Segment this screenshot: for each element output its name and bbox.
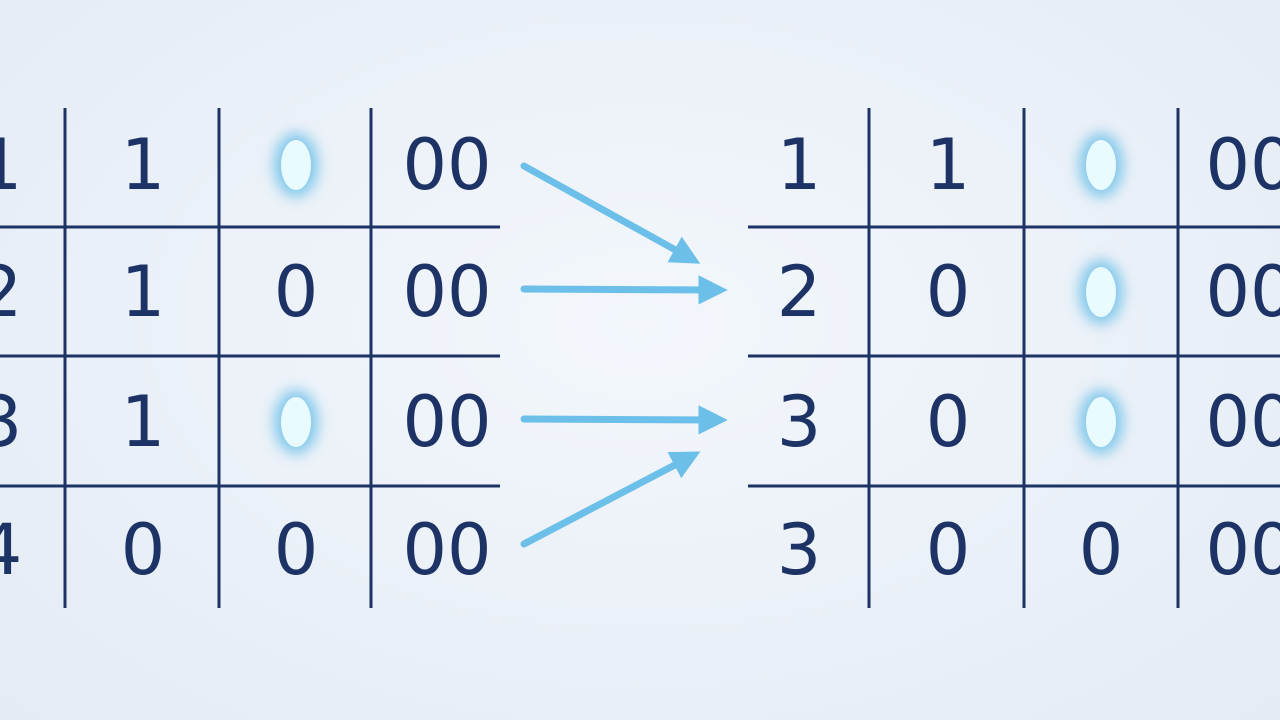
left-cell-value: 00 xyxy=(402,509,491,591)
left-table-cells: 110021000310040000 xyxy=(0,124,492,591)
right-cell-value: 0 xyxy=(926,381,971,463)
left-cell-value: 00 xyxy=(402,251,491,333)
left-cell-value: 1 xyxy=(121,124,166,206)
left-cell-value: 4 xyxy=(0,509,22,591)
right-cell-value: 1 xyxy=(926,124,971,206)
left-cell-value: 0 xyxy=(274,509,319,591)
left-table: 110021000310040000 xyxy=(0,108,500,608)
left-cell-value: 2 xyxy=(0,251,22,333)
right-cell-value: 0 xyxy=(1079,509,1124,591)
right-cell-value: 3 xyxy=(777,381,822,463)
left-cell-value: 00 xyxy=(402,381,491,463)
right-cell-value: 1 xyxy=(777,124,822,206)
right-cell-value: 00 xyxy=(1205,509,1280,591)
right-cell-value: 00 xyxy=(1205,251,1280,333)
left-cell-value: 00 xyxy=(402,124,491,206)
right-cell-value: 00 xyxy=(1205,124,1280,206)
left-glow-cell-icon xyxy=(274,390,318,454)
mapping-arrow-icon xyxy=(520,275,728,305)
right-cell-value: 2 xyxy=(777,251,822,333)
left-cell-value: 0 xyxy=(274,251,319,333)
right-table-grid xyxy=(748,108,1280,608)
right-cell-value: 00 xyxy=(1205,381,1280,463)
right-cell-value: 0 xyxy=(926,509,971,591)
left-cell-value: 1 xyxy=(0,124,22,206)
left-glow-cell-icon xyxy=(274,133,318,197)
mapping-arrow-icon xyxy=(520,451,701,548)
mapping-arrow-icon xyxy=(520,405,728,435)
left-cell-value: 0 xyxy=(121,509,166,591)
left-cell-value: 1 xyxy=(121,251,166,333)
right-glow-cell-icon xyxy=(1079,390,1123,454)
left-table-grid xyxy=(0,108,500,608)
mapping-arrows xyxy=(520,162,728,548)
left-cell-value: 3 xyxy=(0,381,22,463)
mapping-arrow-icon xyxy=(520,162,701,264)
right-cell-value: 0 xyxy=(926,251,971,333)
right-cell-value: 3 xyxy=(777,509,822,591)
right-glow-cell-icon xyxy=(1079,133,1123,197)
right-glow-cell-icon xyxy=(1079,260,1123,324)
left-cell-value: 1 xyxy=(121,381,166,463)
